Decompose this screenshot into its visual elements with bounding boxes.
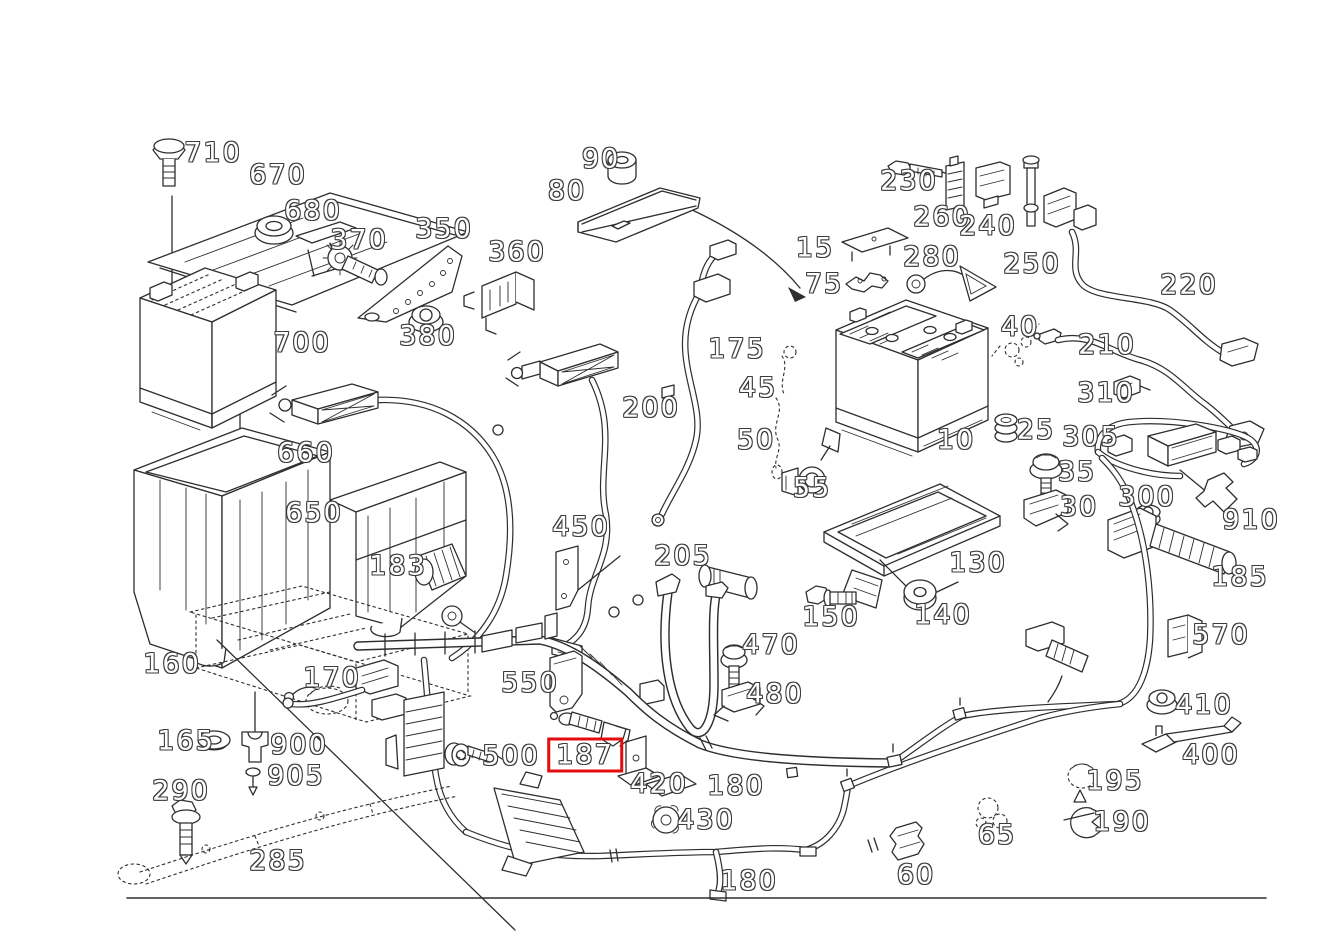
- callout-350[interactable]: 350: [415, 213, 473, 245]
- terminal-block-art: [269, 383, 514, 662]
- callout-160[interactable]: 160: [143, 648, 201, 680]
- callout-80[interactable]: 80: [547, 175, 587, 207]
- callout-185[interactable]: 185: [1211, 561, 1269, 593]
- callout-480[interactable]: 480: [746, 678, 804, 710]
- callout-130[interactable]: 130: [949, 547, 1007, 579]
- callout-230[interactable]: 230: [880, 165, 938, 197]
- callout-30[interactable]: 30: [1059, 491, 1099, 523]
- callout-420[interactable]: 420: [630, 768, 688, 800]
- strap-loop-art: [608, 573, 729, 738]
- callout-250[interactable]: 250: [1003, 248, 1061, 280]
- callout-280[interactable]: 280: [903, 241, 961, 273]
- bracket-570-art: [1141, 614, 1242, 753]
- callout-910[interactable]: 910: [1222, 504, 1280, 536]
- leader-arrow-art: [687, 207, 806, 302]
- rings-25-art: [994, 413, 1018, 443]
- channel-bracket-art: [493, 735, 697, 877]
- callout-180-upper[interactable]: 180: [707, 770, 765, 802]
- callout-183[interactable]: 183: [369, 550, 427, 582]
- callout-570[interactable]: 570: [1192, 619, 1250, 651]
- bracket-550-art: [549, 650, 583, 713]
- tray-130-art: [805, 483, 1001, 611]
- callout-25[interactable]: 25: [1016, 414, 1056, 446]
- callout-140[interactable]: 140: [914, 599, 972, 631]
- callout-650[interactable]: 650: [285, 497, 343, 529]
- callout-260[interactable]: 260: [913, 201, 971, 233]
- callout-55[interactable]: 55: [792, 472, 832, 504]
- callout-550[interactable]: 550: [501, 667, 559, 699]
- starburst-40-art: [991, 323, 1040, 367]
- callout-670[interactable]: 670: [249, 159, 307, 191]
- clamp-190-art: [889, 763, 1103, 861]
- box-650-art: [133, 427, 467, 669]
- callout-700[interactable]: 700: [273, 327, 331, 359]
- callout-290[interactable]: 290: [152, 775, 210, 807]
- callout-300[interactable]: 300: [1118, 481, 1176, 513]
- callout-15[interactable]: 15: [795, 232, 835, 264]
- callout-905[interactable]: 905: [267, 760, 325, 792]
- callout-170[interactable]: 170: [303, 662, 361, 694]
- module-305-art: [1094, 417, 1260, 513]
- callout-660[interactable]: 660: [277, 437, 335, 469]
- small-parts-topright-art: [887, 155, 1040, 227]
- callout-680[interactable]: 680: [284, 195, 342, 227]
- callout-400[interactable]: 400: [1182, 739, 1240, 771]
- callout-205[interactable]: 205: [654, 540, 712, 572]
- callout-190[interactable]: 190: [1093, 806, 1151, 838]
- callout-90[interactable]: 90: [581, 143, 621, 175]
- callout-500[interactable]: 500: [482, 740, 540, 772]
- callout-305[interactable]: 305: [1062, 421, 1120, 453]
- callout-175[interactable]: 175: [708, 333, 766, 365]
- callout-180-lower[interactable]: 180: [720, 865, 778, 897]
- callout-40[interactable]: 40: [1000, 311, 1040, 343]
- callout-10[interactable]: 10: [936, 424, 976, 456]
- callout-35[interactable]: 35: [1057, 456, 1097, 488]
- bolt-710-art: [152, 138, 186, 297]
- plate-15-art: [841, 227, 909, 293]
- callout-410[interactable]: 410: [1175, 689, 1233, 721]
- connector-310-art: [1113, 375, 1151, 399]
- callout-900[interactable]: 900: [270, 729, 328, 761]
- callout-370[interactable]: 370: [330, 224, 388, 256]
- callout-165[interactable]: 165: [157, 725, 215, 757]
- callout-195[interactable]: 195: [1086, 765, 1144, 797]
- battery-10-art: [820, 299, 989, 461]
- callout-360[interactable]: 360: [488, 236, 546, 268]
- callout-60[interactable]: 60: [896, 859, 936, 891]
- callout-210[interactable]: 210: [1078, 329, 1136, 361]
- bar-80-art: [577, 151, 701, 243]
- callout-710[interactable]: 710: [184, 137, 242, 169]
- callout-470[interactable]: 470: [742, 629, 800, 661]
- bracket-350-art: [322, 240, 535, 335]
- callout-45[interactable]: 45: [738, 372, 778, 404]
- dotted-harness-285-art: [117, 785, 459, 885]
- callout-200[interactable]: 200: [622, 392, 680, 424]
- callout-65[interactable]: 65: [977, 819, 1017, 851]
- callout-75[interactable]: 75: [804, 268, 844, 300]
- cable-175-art: [651, 239, 737, 527]
- callout-50[interactable]: 50: [736, 424, 776, 456]
- callout-150[interactable]: 150: [802, 601, 860, 633]
- battery-700-art: [139, 267, 277, 431]
- callout-450[interactable]: 450: [552, 511, 610, 543]
- cable-220-art: [1043, 187, 1259, 367]
- callout-310[interactable]: 310: [1077, 377, 1135, 409]
- callout-430[interactable]: 430: [677, 804, 735, 836]
- clamp-280-art: [906, 265, 997, 302]
- callout-240[interactable]: 240: [959, 210, 1017, 242]
- callout-285[interactable]: 285: [249, 845, 307, 877]
- callout-380[interactable]: 380: [399, 320, 457, 352]
- bolt-470-art: [713, 644, 765, 722]
- bracket-450-art: [414, 345, 826, 633]
- screw-500-art: [444, 742, 503, 767]
- callout-220[interactable]: 220: [1160, 269, 1218, 301]
- callout-187[interactable]: 187: [547, 737, 623, 773]
- grommet-165-art: [171, 691, 269, 865]
